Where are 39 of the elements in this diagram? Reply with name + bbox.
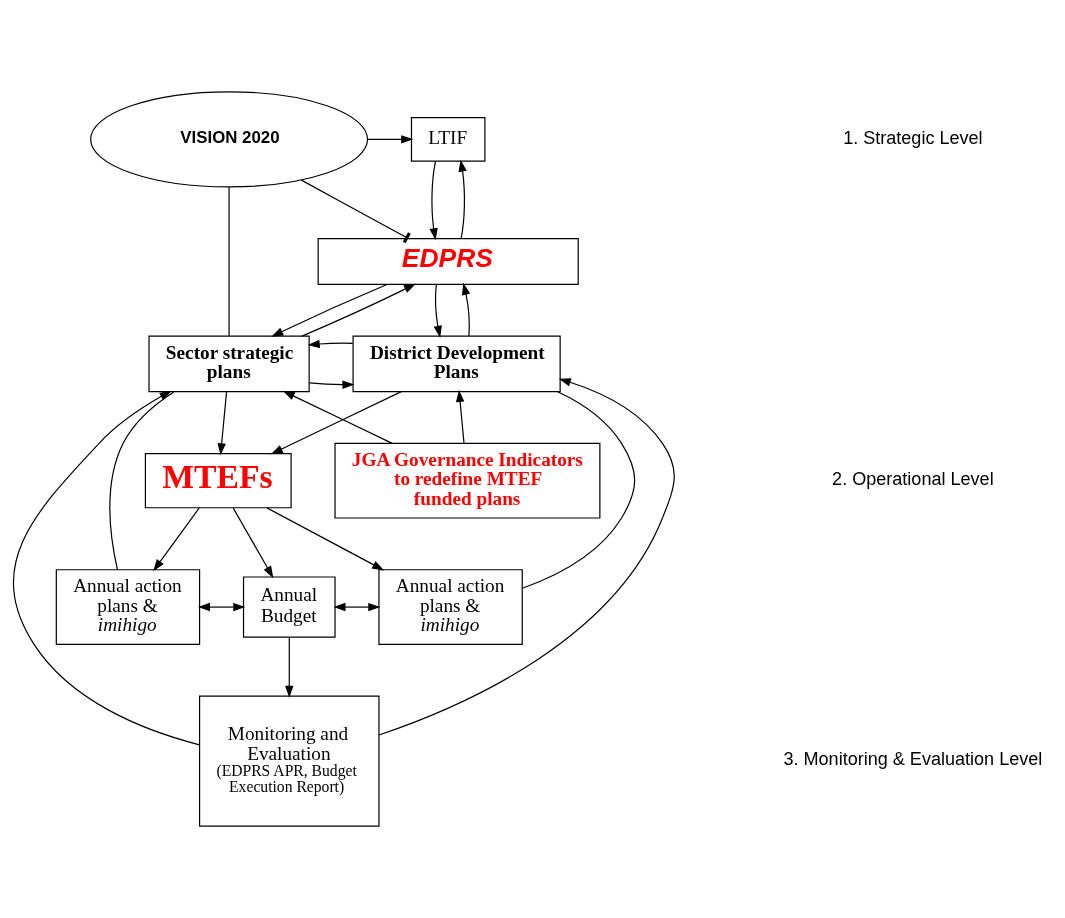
connector (300, 179, 411, 244)
node-box: Monitoring and Evaluation (EDPRS APR, Budget Execution Report) (199, 695, 380, 827)
node-box: MTEFs (144, 452, 292, 509)
node-box: JGA Governance Indicators to redefine MTEF funded plans (334, 442, 601, 519)
node-box: District Development Plans (352, 335, 561, 393)
arrow (285, 636, 294, 698)
label: 2. Operational Level (832, 468, 994, 489)
arrow (270, 391, 402, 455)
connector (109, 391, 175, 571)
connector (521, 391, 636, 589)
connector (228, 186, 230, 337)
arrow (153, 507, 200, 572)
arrow (217, 391, 228, 456)
arrow (301, 283, 416, 337)
label: 1. Strategic Level (843, 127, 983, 148)
node-box: Annual action plans & imihigo (55, 569, 201, 645)
arrow (458, 159, 467, 240)
node-box: LTIF (410, 117, 486, 162)
label: 3. Monitoring & Evaluation Level (783, 749, 1043, 770)
arrow (462, 282, 471, 337)
arrow (307, 339, 354, 349)
arrow (429, 160, 438, 241)
arrow (13, 390, 201, 746)
node-box: Sector strategic plans (148, 335, 310, 393)
arrow (232, 507, 274, 579)
arrow (455, 389, 465, 444)
arrow (271, 283, 388, 337)
arrow (378, 378, 675, 736)
arrow (367, 135, 414, 144)
node-box: EDPRS (317, 238, 579, 286)
arrow (266, 507, 385, 571)
arrow (308, 380, 355, 389)
arrow (433, 283, 442, 338)
arrow (197, 602, 246, 612)
arrow (282, 390, 393, 444)
node-box: Annual action plans & imihigo (378, 569, 523, 645)
node-box: Annual Budget (242, 576, 336, 638)
node-ellipse: VISION 2020 (90, 91, 369, 188)
arrow (333, 602, 381, 612)
